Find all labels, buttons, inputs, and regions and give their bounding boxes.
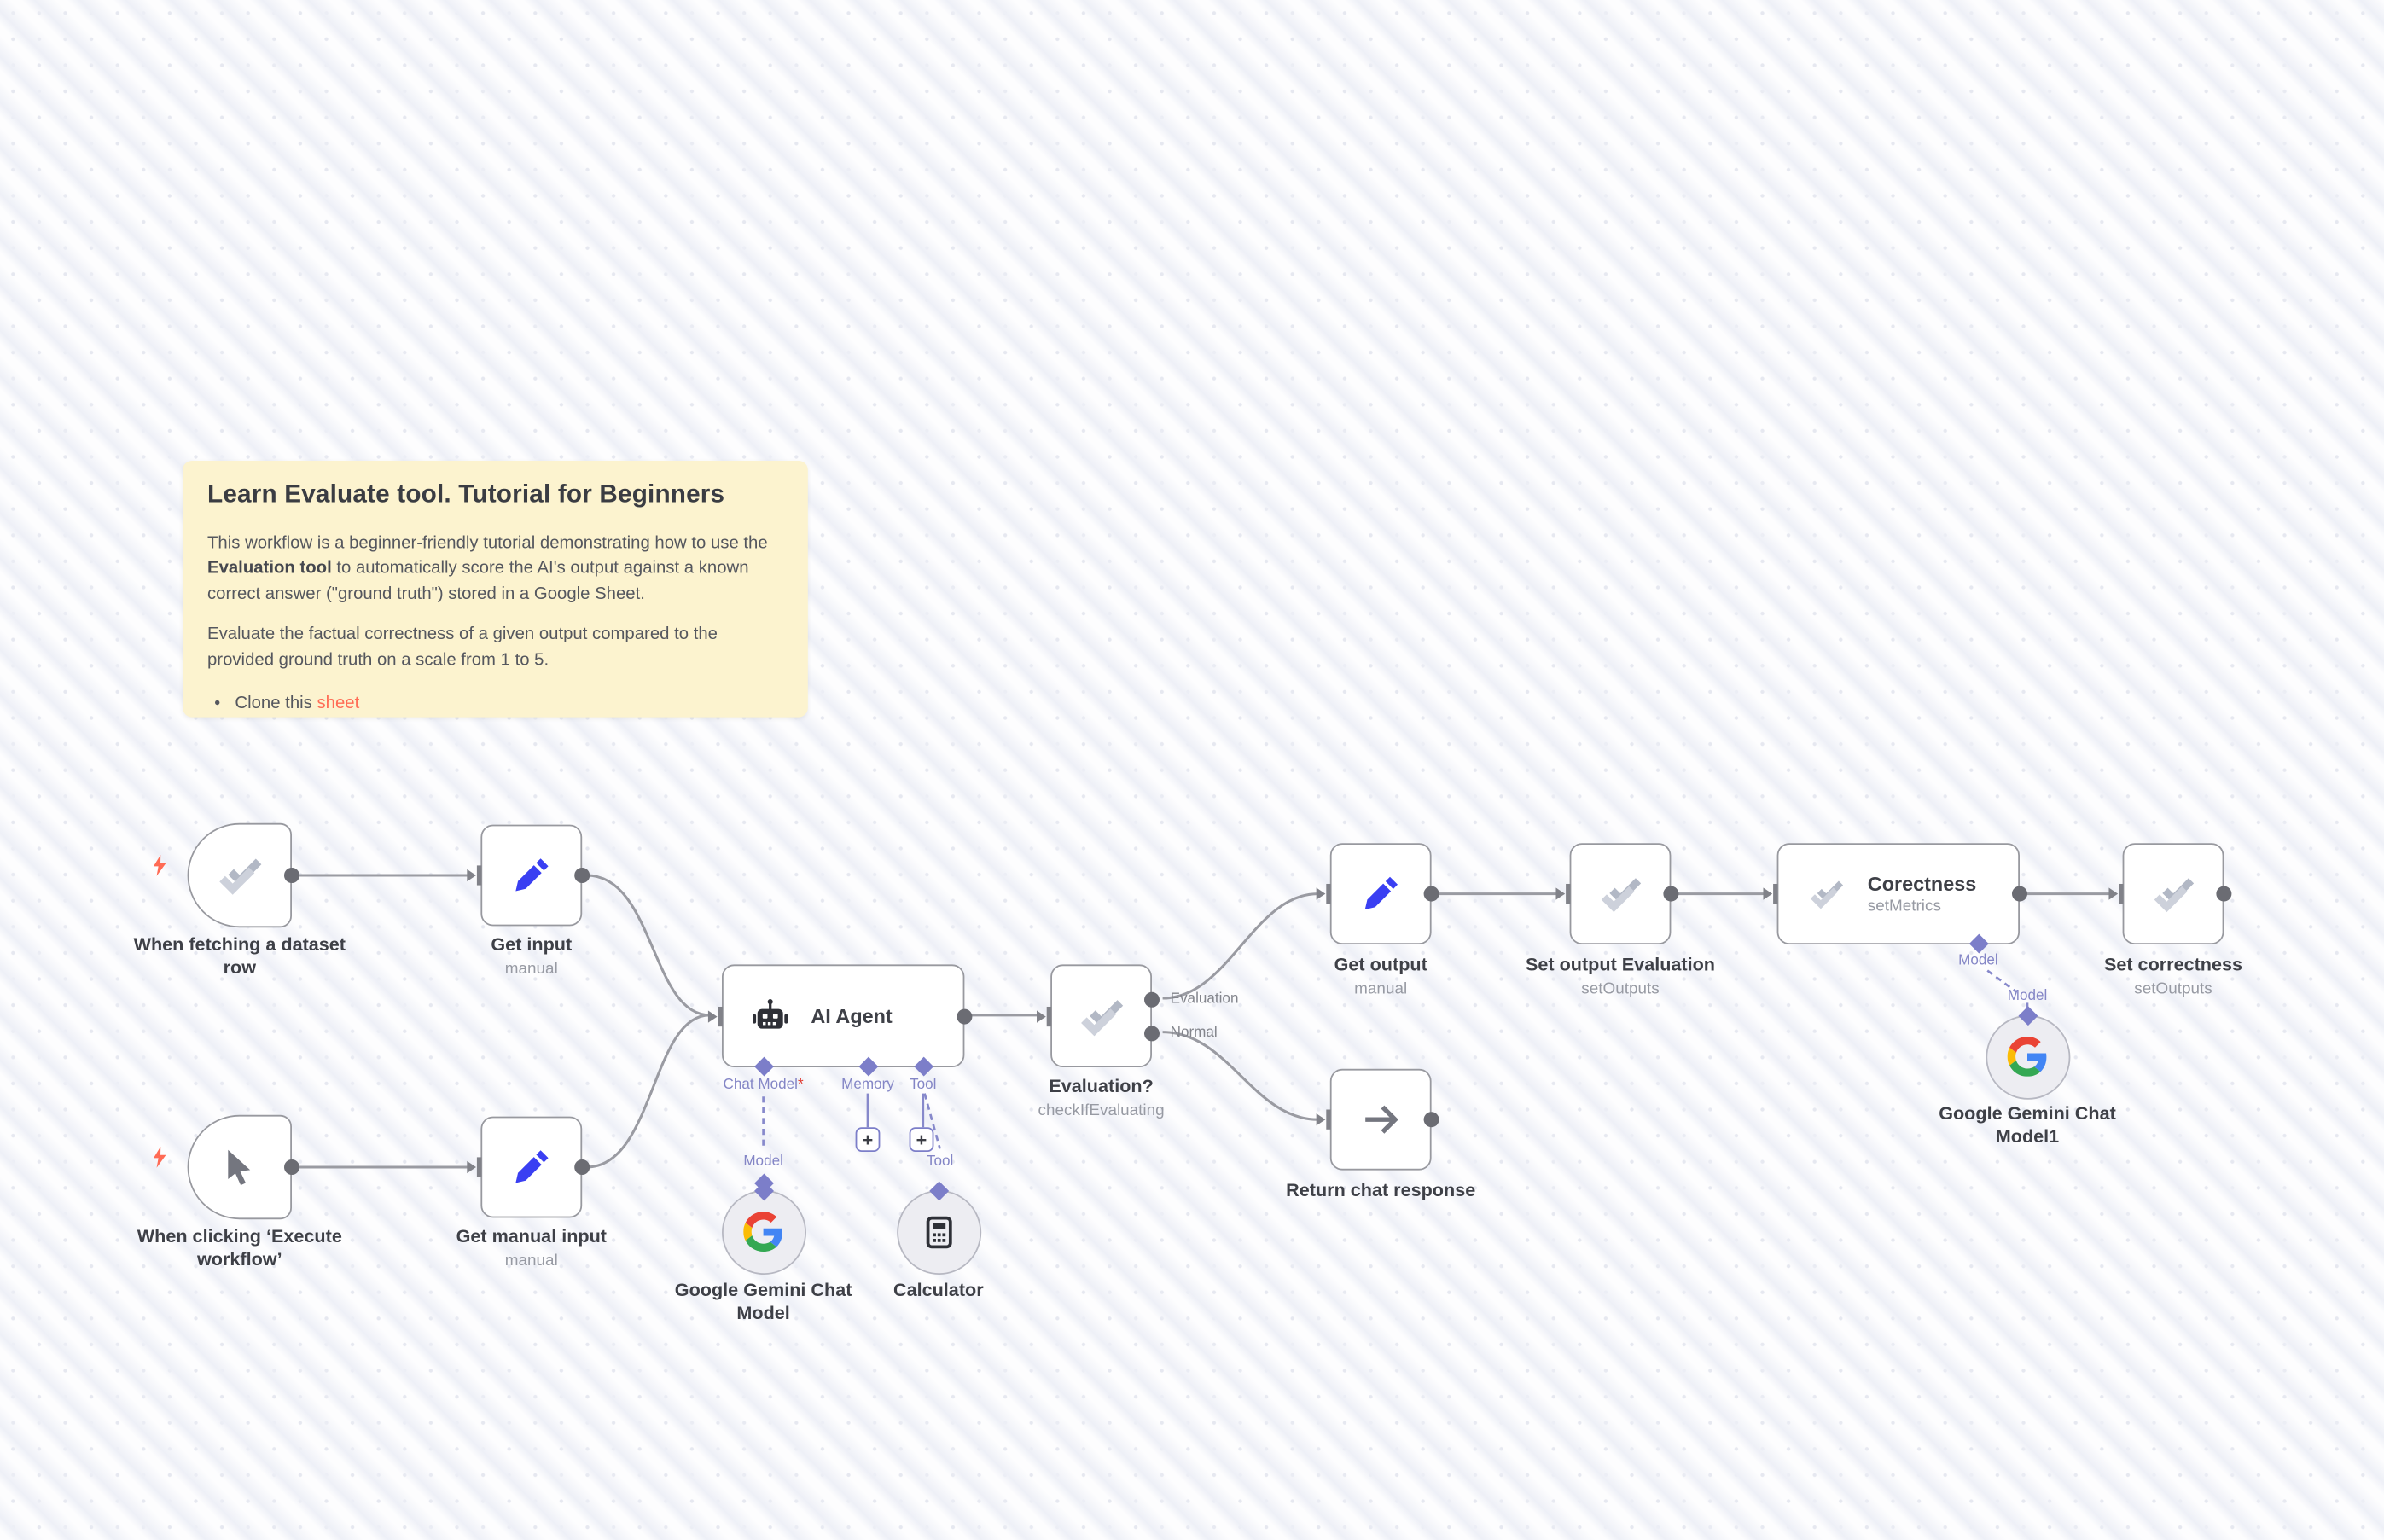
- cursor-icon: [217, 1144, 263, 1190]
- port-label-chat-model: Chat Model*: [723, 1076, 804, 1094]
- link-tool-dashed: [923, 1093, 941, 1149]
- node-title: AI Agent: [811, 1004, 893, 1028]
- double-check-icon: [2147, 868, 2199, 920]
- input-port[interactable]: [2108, 883, 2124, 904]
- node-label: Get manual input manual: [456, 1225, 607, 1270]
- input-port[interactable]: [1763, 883, 1778, 904]
- pencil-icon: [509, 852, 555, 898]
- node-when-fetching-dataset-row[interactable]: [187, 822, 299, 928]
- node-label: Set correctness setOutputs: [2103, 953, 2243, 998]
- sticky-list-item: Clone this sheet: [235, 694, 783, 712]
- node-google-gemini-chat-model[interactable]: [721, 1180, 806, 1275]
- robot-icon: [749, 995, 791, 1037]
- double-check-icon: [1073, 988, 1129, 1043]
- sticky-note[interactable]: Learn Evaluate tool. Tutorial for Beginn…: [183, 461, 808, 718]
- output-port[interactable]: [574, 1159, 590, 1175]
- node-label: Return chat response: [1286, 1179, 1476, 1201]
- output-port[interactable]: [284, 868, 299, 883]
- output-port[interactable]: [284, 1159, 299, 1175]
- output-port[interactable]: [1423, 886, 1439, 902]
- add-memory-button[interactable]: +: [855, 1127, 881, 1152]
- node-label: Set output Evaluation setOutputs: [1525, 953, 1716, 998]
- sticky-paragraph-2: Evaluate the factual correctness of a gi…: [207, 625, 718, 669]
- output-port-evaluation[interactable]: [1144, 991, 1160, 1008]
- node-label: Get input manual: [491, 933, 573, 979]
- node-set-output-evaluation[interactable]: [1555, 843, 1679, 944]
- sheet-link[interactable]: sheet: [317, 694, 360, 712]
- node-calculator[interactable]: [896, 1180, 981, 1275]
- sticky-paragraph-1: This workflow is a beginner-friendly tut…: [207, 534, 768, 603]
- double-check-icon: [1805, 872, 1847, 915]
- google-g-icon: [743, 1212, 783, 1252]
- node-evaluation[interactable]: [1037, 964, 1160, 1067]
- input-port[interactable]: [1555, 883, 1571, 904]
- node-set-correctness[interactable]: [2108, 843, 2232, 944]
- node-title-block: Corectness setMetrics: [1868, 872, 1976, 915]
- port-label-model: Model: [2007, 987, 2048, 1005]
- branch-label-normal: Normal: [1170, 1024, 1218, 1042]
- node-google-gemini-chat-model1[interactable]: [1985, 1005, 2070, 1099]
- input-port[interactable]: [467, 865, 482, 886]
- google-g-icon: [2007, 1037, 2048, 1077]
- output-port-normal[interactable]: [1144, 1026, 1160, 1042]
- node-label: When fetching a dataset row: [133, 933, 346, 979]
- node-subtitle: setMetrics: [1867, 897, 1941, 915]
- connection-normal-to-returnchat: [1162, 1031, 1318, 1121]
- output-port[interactable]: [2012, 886, 2027, 902]
- node-get-output[interactable]: [1316, 843, 1439, 944]
- execution-bolt-icon: [149, 1146, 171, 1169]
- sticky-list: Clone this sheet: [207, 694, 783, 712]
- node-get-input[interactable]: [467, 824, 590, 927]
- input-port[interactable]: [1037, 1006, 1052, 1026]
- node-title: Corectness: [1867, 872, 1977, 896]
- connection-getinput-to-agent: [586, 874, 710, 1017]
- port-label-memory: Memory: [841, 1076, 894, 1094]
- connection-getmanual-to-agent: [586, 1014, 710, 1169]
- pencil-icon: [1358, 871, 1404, 917]
- node-return-chat-response[interactable]: [1316, 1068, 1439, 1171]
- input-port[interactable]: [1316, 883, 1332, 904]
- add-tool-button[interactable]: +: [909, 1127, 934, 1152]
- connection-evaluation-to-getoutput: [1162, 892, 1318, 1000]
- port-label-tool: Tool: [926, 1153, 954, 1171]
- input-port[interactable]: [1316, 1109, 1332, 1130]
- port-label-tool: Tool: [910, 1076, 937, 1094]
- node-label: Calculator: [893, 1279, 984, 1301]
- pencil-icon: [509, 1144, 555, 1190]
- node-label: Get output manual: [1334, 953, 1427, 998]
- node-label: Google Gemini Chat Model1: [1939, 1102, 2116, 1148]
- node-label: Google Gemini Chat Model: [674, 1279, 852, 1324]
- input-port[interactable]: [467, 1157, 482, 1177]
- double-check-icon: [212, 848, 267, 904]
- arrow-right-icon: [1358, 1096, 1404, 1142]
- node-get-manual-input[interactable]: [467, 1116, 590, 1218]
- node-ai-agent[interactable]: AI Agent: [707, 964, 973, 1077]
- output-port[interactable]: [1423, 1112, 1439, 1128]
- input-port[interactable]: [707, 1006, 724, 1026]
- node-corectness[interactable]: Corectness setMetrics: [1763, 843, 2027, 954]
- output-port[interactable]: [574, 868, 590, 883]
- node-label: When clicking ‘Execute workflow’: [137, 1225, 342, 1270]
- calculator-icon: [919, 1212, 957, 1251]
- output-port[interactable]: [1663, 886, 1679, 902]
- port-label-model: Model: [1958, 952, 1998, 969]
- output-port[interactable]: [2216, 886, 2232, 902]
- double-check-icon: [1594, 868, 1646, 920]
- sticky-title: Learn Evaluate tool. Tutorial for Beginn…: [207, 480, 725, 508]
- branch-label-evaluation: Evaluation: [1170, 991, 1239, 1008]
- link-model2-dashed: [1986, 969, 2018, 993]
- node-when-clicking-execute-workflow[interactable]: [187, 1114, 299, 1220]
- execution-bolt-icon: [149, 854, 171, 877]
- port-label-model: Model: [743, 1153, 783, 1171]
- output-port[interactable]: [957, 1008, 973, 1024]
- node-label: Evaluation? checkIfEvaluating: [1038, 1075, 1165, 1120]
